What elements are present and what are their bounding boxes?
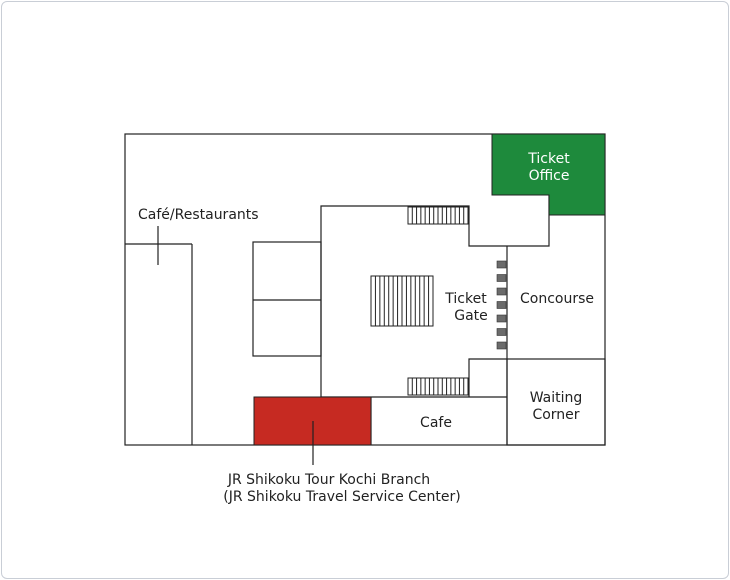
upper-stairs-icon bbox=[407, 206, 469, 225]
ticket-gate-marker bbox=[496, 314, 507, 323]
ticket-gate-label-line2: Gate bbox=[454, 308, 488, 324]
jr-tour-label-line1: JR Shikoku Tour Kochi Branch bbox=[227, 472, 430, 488]
ticket-office-room bbox=[491, 133, 606, 216]
ticket-office-label-line2: Office bbox=[529, 168, 570, 184]
ticket-gate-marker bbox=[496, 328, 507, 336]
cafe-restaurants-label: Café/Restaurants bbox=[138, 207, 259, 223]
jr-tour-label-line2: (JR Shikoku Travel Service Center) bbox=[223, 489, 460, 505]
ticket-office-label-line1: Ticket bbox=[527, 151, 570, 167]
ticket-gate-label-line1: Ticket bbox=[444, 291, 487, 307]
ticket-gate-marker bbox=[496, 341, 507, 350]
central-hall-outline bbox=[320, 195, 550, 397]
ticket-gate-marker bbox=[496, 301, 507, 309]
ticket-gate-marker bbox=[496, 274, 507, 282]
ticket-gate-marker bbox=[496, 287, 507, 296]
lower-stair-wall bbox=[468, 358, 507, 397]
ticket-gate-marker bbox=[496, 260, 507, 269]
cafe-label: Cafe bbox=[420, 415, 452, 431]
waiting-corner-label-line2: Corner bbox=[532, 407, 579, 423]
ticket-gate-markers bbox=[496, 260, 507, 350]
concourse-label: Concourse bbox=[520, 291, 594, 307]
middle-stairs-icon bbox=[370, 275, 434, 327]
small-room-block bbox=[252, 241, 322, 357]
waiting-corner-label-line1: Waiting bbox=[530, 390, 583, 406]
lower-stairs-icon bbox=[407, 377, 469, 396]
waiting-corner-room bbox=[506, 358, 606, 446]
